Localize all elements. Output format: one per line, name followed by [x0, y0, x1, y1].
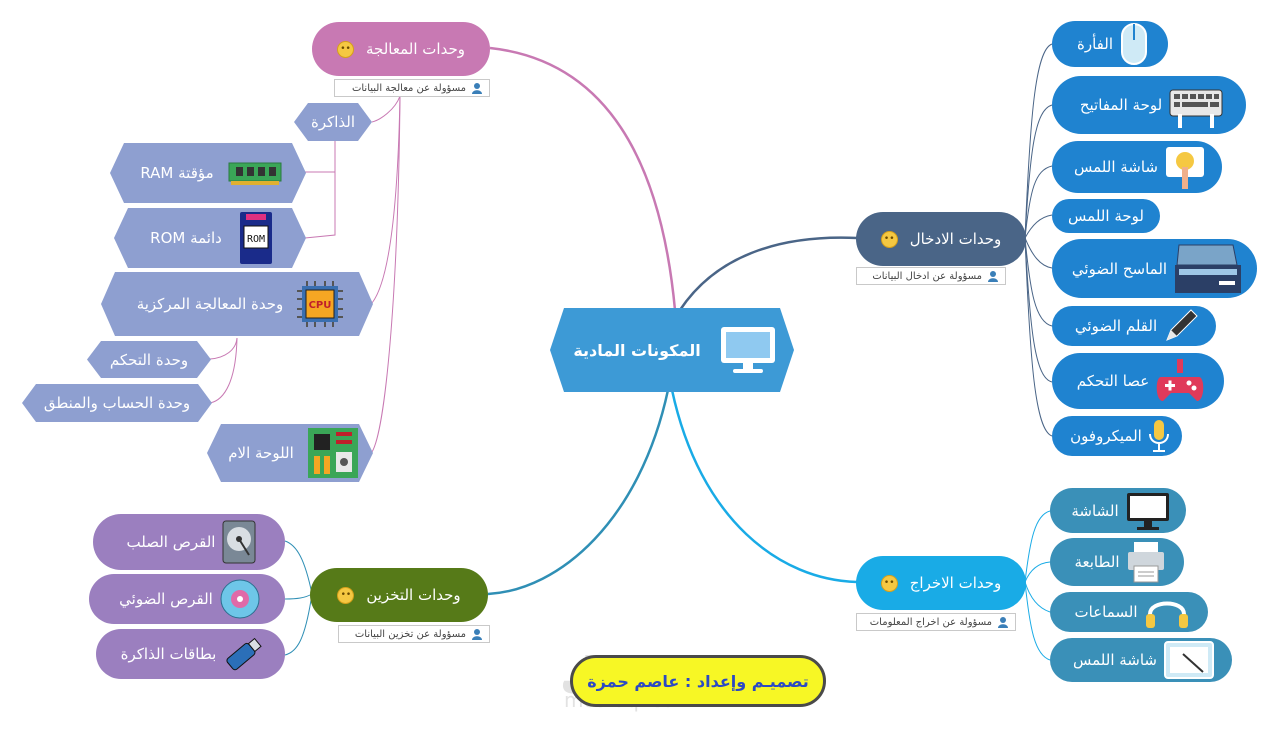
- storage-item-hard-disk[interactable]: القرص الصلب: [93, 514, 285, 570]
- processing-item-alu[interactable]: وحدة الحساب والمنطق: [22, 384, 212, 422]
- storage-node[interactable]: وحدات التخزين ••: [310, 568, 488, 622]
- center-label: المكونات المادية: [573, 340, 701, 360]
- output-item-speakers[interactable]: السماعات: [1050, 592, 1208, 632]
- input-item-touchpad[interactable]: لوحة اللمس: [1052, 199, 1160, 233]
- input-item-joystick[interactable]: عصا التحكم: [1052, 353, 1224, 409]
- mouse-icon: [1119, 22, 1149, 66]
- input-item-touchscreen[interactable]: شاشة اللمس: [1052, 141, 1222, 193]
- face-emoji-icon: ••: [880, 230, 898, 248]
- input-item-microphone[interactable]: الميكروفون: [1052, 416, 1182, 456]
- user-icon: [997, 616, 1009, 628]
- input-note: مسؤولة عن ادخال البيانات: [856, 267, 1006, 285]
- processing-node[interactable]: وحدات المعالجة ••: [312, 22, 490, 76]
- credit-text: تصميـم وإعداد : عاصم حمزة: [587, 671, 809, 691]
- storage-item-memory-card[interactable]: بطاقات الذاكرة: [96, 629, 285, 679]
- item-label: لوحة المفاتيح: [1079, 96, 1163, 114]
- storage-note: مسؤولة عن تخزين البيانات: [338, 625, 490, 643]
- item-label: وحدة المعالجة المركزية: [136, 295, 284, 313]
- item-label: الشاشة: [1071, 501, 1119, 520]
- input-item-keyboard[interactable]: لوحة المفاتيح: [1052, 76, 1246, 134]
- input-item-mouse[interactable]: الفأرة: [1052, 21, 1168, 67]
- screen-icon: [1125, 491, 1171, 531]
- tablet-icon: [1163, 640, 1215, 680]
- processing-item-cpu[interactable]: CPU وحدة المعالجة المركزية: [101, 272, 373, 336]
- item-label: اللوحة الام: [228, 444, 294, 462]
- processing-label: وحدات المعالجة: [366, 40, 465, 58]
- storage-label: وحدات التخزين: [366, 586, 461, 604]
- input-item-scanner[interactable]: الماسح الضوئي: [1052, 239, 1257, 298]
- face-emoji-icon: ••: [880, 574, 898, 592]
- item-label: الفأرة: [1077, 35, 1113, 53]
- item-label: بطاقات الذاكرة: [120, 645, 217, 663]
- storage-item-optical-disk[interactable]: القرص الضوئي: [89, 574, 285, 624]
- output-item-monitor[interactable]: الشاشة: [1050, 488, 1186, 533]
- processing-item-control-unit[interactable]: وحدة التحكم: [87, 341, 211, 378]
- headphones-icon: [1144, 594, 1190, 630]
- item-label: السماعات: [1074, 603, 1138, 621]
- input-node[interactable]: وحدات الادخال ••: [856, 212, 1026, 266]
- microphone-icon: [1148, 418, 1170, 454]
- hard-disk-icon: [221, 519, 257, 565]
- usb-flash-icon: [222, 634, 266, 674]
- item-label: مؤقتة RAM: [140, 164, 214, 182]
- touchscreen-icon: [1164, 145, 1206, 189]
- processing-item-motherboard[interactable]: اللوحة الام: [207, 424, 373, 482]
- rom-chip-text: ROM: [247, 234, 265, 245]
- item-label: شاشة اللمس: [1072, 651, 1158, 669]
- motherboard-icon: [308, 428, 358, 478]
- processing-item-rom[interactable]: ROM دائمة ROM: [114, 208, 306, 268]
- input-note-text: مسؤولة عن ادخال البيانات: [872, 270, 982, 282]
- user-icon: [471, 628, 483, 640]
- output-item-touchscreen[interactable]: شاشة اللمس: [1050, 638, 1232, 682]
- item-label: القرص الضوئي: [119, 590, 213, 608]
- item-label: دائمة ROM: [150, 229, 222, 247]
- processing-item-ram[interactable]: مؤقتة RAM: [110, 143, 306, 203]
- output-node[interactable]: وحدات الاخراج ••: [856, 556, 1026, 610]
- cd-icon: [219, 578, 261, 620]
- user-icon: [987, 270, 999, 282]
- item-label: وحدة الحساب والمنطق: [43, 394, 191, 412]
- printer-icon: [1126, 540, 1166, 584]
- link-processing: [489, 46, 677, 311]
- output-note-text: مسؤولة عن اخراج المعلومات: [869, 616, 992, 628]
- storage-note-text: مسؤولة عن تخزين البيانات: [354, 628, 466, 640]
- input-item-light-pen[interactable]: القلم الضوئي: [1052, 306, 1216, 346]
- item-label: وحدة التحكم: [109, 350, 189, 369]
- monitor-icon: [719, 325, 777, 375]
- keyboard-icon: [1168, 80, 1224, 130]
- item-label: القلم الضوئي: [1074, 317, 1158, 335]
- pen-icon: [1163, 308, 1199, 344]
- cpu-chip-text: CPU: [309, 300, 332, 311]
- item-label: الذاكرة: [310, 113, 356, 131]
- link-storage: [487, 389, 670, 596]
- rom-chip-icon: ROM: [236, 212, 276, 264]
- processing-note-text: مسؤولة عن معالجة البيانات: [351, 82, 466, 94]
- gamepad-icon: [1155, 359, 1205, 403]
- output-note: مسؤولة عن اخراج المعلومات: [856, 613, 1016, 631]
- face-emoji-icon: ••: [337, 586, 355, 604]
- input-label: وحدات الادخال: [909, 230, 1002, 248]
- link-output: [670, 389, 858, 584]
- credit-box: تصميـم وإعداد : عاصم حمزة: [570, 655, 826, 707]
- item-label: الميكروفون: [1070, 427, 1142, 445]
- item-label: القرص الصلب: [126, 533, 216, 551]
- center-node[interactable]: المكونات المادية: [550, 308, 794, 392]
- item-label: عصا التحكم: [1076, 372, 1150, 390]
- processing-note: مسؤولة عن معالجة البيانات: [334, 79, 490, 97]
- ram-stick-icon: [228, 160, 282, 186]
- output-item-printer[interactable]: الطابعة: [1050, 538, 1184, 586]
- cpu-chip-icon: CPU: [297, 281, 343, 327]
- processing-item-memory[interactable]: الذاكرة: [294, 103, 372, 141]
- output-label: وحدات الاخراج: [909, 574, 1002, 592]
- item-label: لوحة اللمس: [1068, 207, 1144, 225]
- item-label: شاشة اللمس: [1073, 158, 1159, 176]
- item-label: الماسح الضوئي: [1071, 259, 1168, 278]
- item-label: الطابعة: [1074, 553, 1120, 571]
- scanner-icon: [1173, 243, 1243, 295]
- link-input: [678, 236, 858, 311]
- face-emoji-icon: ••: [337, 40, 355, 58]
- user-icon: [471, 82, 483, 94]
